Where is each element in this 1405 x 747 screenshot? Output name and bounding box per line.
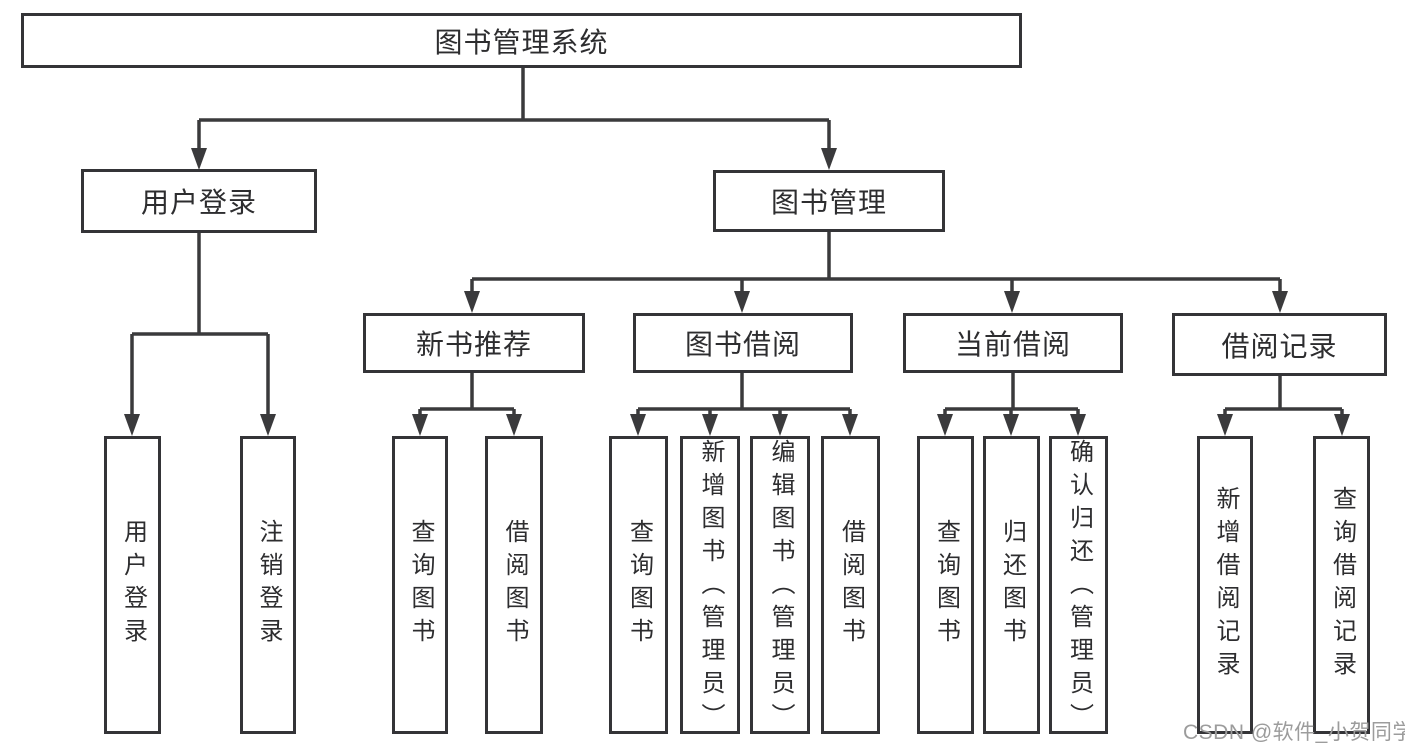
node-label: 图书借阅 [684,329,801,360]
node-label: 确认归还（管理员） [1065,439,1093,736]
node-label: 图书管理 [770,187,887,218]
node-current-borrow: 当前借阅 [903,313,1123,373]
connector-current-borrow-to-leaves [937,373,1086,436]
node-label: 新书推荐 [415,329,532,360]
arrowhead [1003,414,1019,436]
node-label: 新增图书（管理员） [697,439,724,736]
arrowhead [1334,414,1350,436]
arrowhead [1272,291,1288,313]
node-user-login: 用户登录 [81,169,317,233]
leaf-user-login: 用户登录 [104,436,161,734]
arrowhead [260,414,276,436]
node-label: 查询图书 [625,519,653,651]
connector-new-book-recommend-to-leaves [412,373,522,436]
leaf-logout: 注销登录 [240,436,296,734]
node-label: 用户登录 [119,519,147,651]
connector-user-login-to-leaves [124,233,276,436]
node-label: 借阅图书 [837,519,865,651]
arrowhead [124,414,140,436]
node-label: 借阅记录 [1221,330,1338,362]
node-label: 注销登录 [255,519,282,651]
node-new-book-recommend: 新书推荐 [363,313,585,373]
node-label: 查询图书 [932,519,960,651]
arrowhead [821,148,837,170]
node-label: 新增借阅记录 [1212,486,1239,684]
leaf-query-books-borrow: 查询图书 [609,436,668,734]
arrowhead [412,414,428,436]
node-borrow-records: 借阅记录 [1172,313,1387,376]
connector-borrow-records-to-leaves [1217,376,1350,436]
node-label: 借阅图书 [501,519,528,651]
leaf-borrow-books: 借阅图书 [821,436,880,734]
csdn-watermark: CSDN @软件_小贺同学 [1183,721,1405,744]
node-label: 图书管理系统 [434,26,609,58]
arrowhead [630,414,646,436]
arrowhead [1070,414,1086,436]
leaf-query-books-current: 查询图书 [917,436,974,734]
arrowhead [506,414,522,436]
node-label: 当前借阅 [954,329,1071,360]
node-label: 用户登录 [140,187,257,218]
node-label: 编辑图书（管理员） [767,439,794,736]
leaf-borrow-books-recommend: 借阅图书 [485,436,543,734]
arrowhead [1004,291,1020,313]
leaf-edit-book-admin: 编辑图书（管理员） [750,436,810,736]
arrowhead [464,291,480,313]
node-root: 图书管理系统 [21,13,1022,68]
connector-book-borrow-to-leaves [630,373,858,436]
leaf-query-books-recommend: 查询图书 [392,436,448,734]
arrowhead [1217,414,1233,436]
node-book-management: 图书管理 [713,170,945,232]
leaf-return-book: 归还图书 [983,436,1040,734]
leaf-add-borrow-record: 新增借阅记录 [1197,436,1253,734]
node-label: 归还图书 [998,519,1026,651]
leaf-add-book-admin: 新增图书（管理员） [680,436,740,736]
arrowhead [702,414,718,436]
node-label: 查询借阅记录 [1328,486,1356,684]
arrowhead [772,414,788,436]
connector-book-mgmt-to-level3 [464,232,1288,313]
node-label: 查询图书 [407,519,434,651]
leaf-query-borrow-record: 查询借阅记录 [1313,436,1370,734]
arrowhead [937,414,953,436]
arrowhead [734,291,750,313]
arrowhead [191,148,207,170]
connector-root-to-level2 [191,68,837,170]
leaf-confirm-return-admin: 确认归还（管理员） [1049,436,1108,736]
node-book-borrow: 图书借阅 [633,313,853,373]
arrowhead [842,414,858,436]
